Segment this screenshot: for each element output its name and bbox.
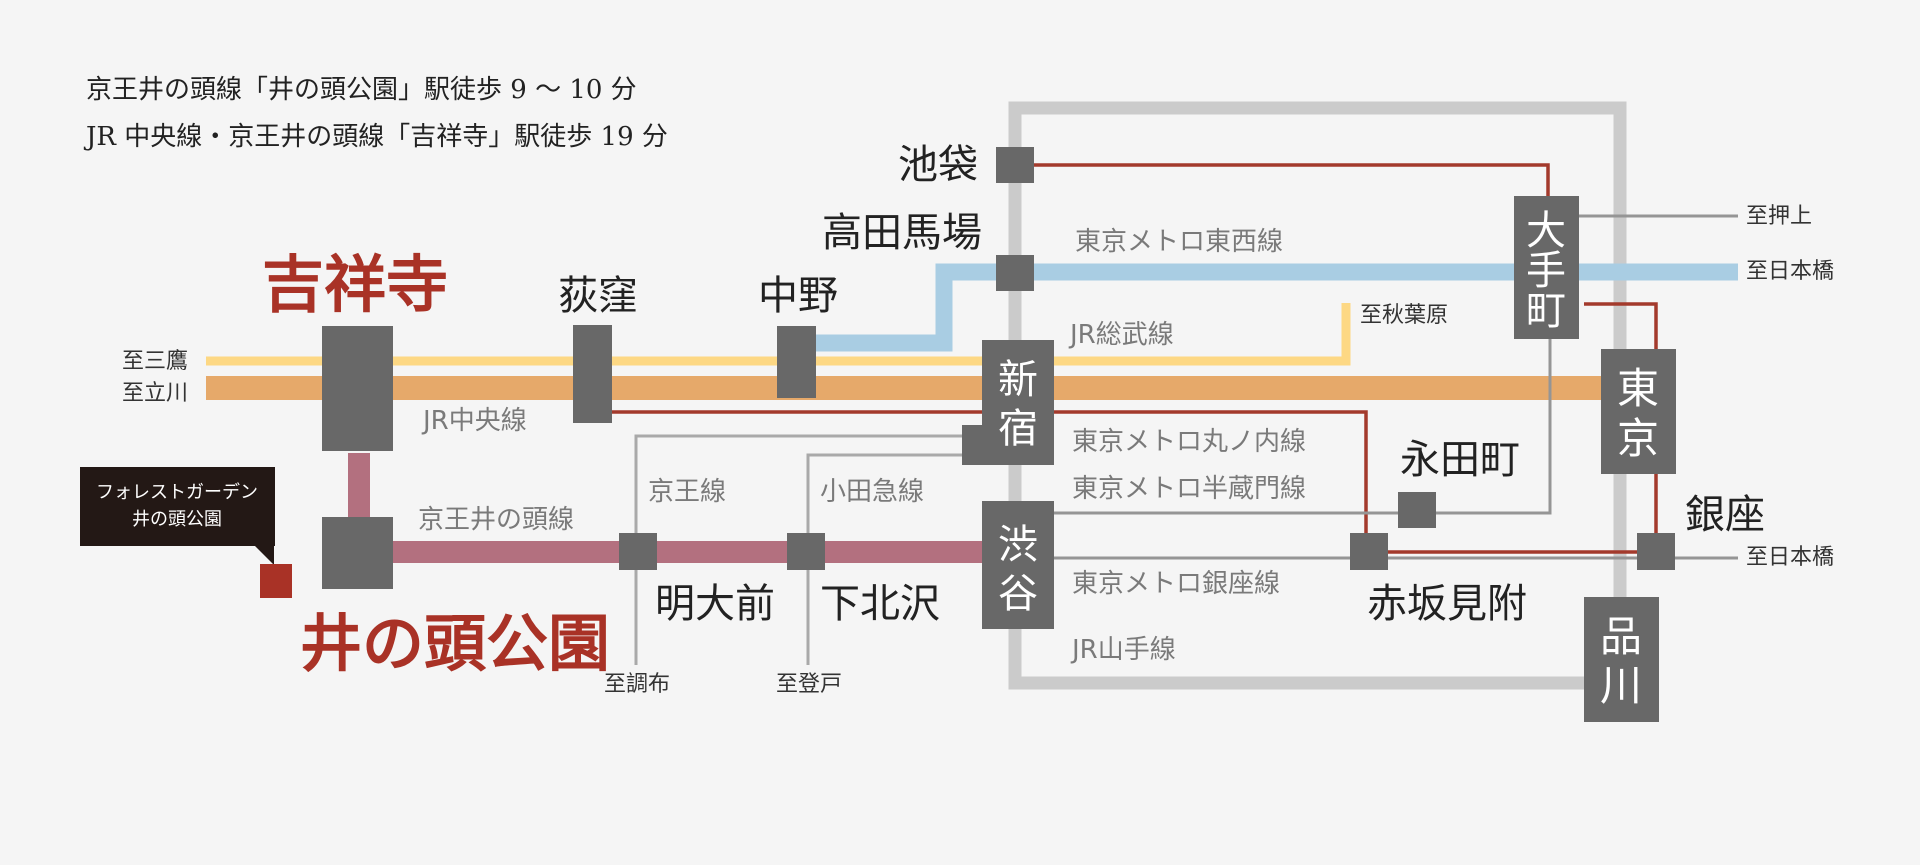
shinjuku-label-1: 新 <box>998 357 1038 403</box>
access-line-2: JR 中央線・京王井の頭線「吉祥寺」駅徒歩 19 分 <box>83 122 668 152</box>
ikebukuro-label: 池袋 <box>898 142 978 188</box>
shibuya-label-1: 渋 <box>998 522 1038 568</box>
callout-box <box>80 467 275 546</box>
direction-oshiage: 至押上 <box>1746 204 1812 229</box>
otemachi-label-1: 大 <box>1526 208 1566 254</box>
akasaka-mitsuke-label: 赤坂見附 <box>1367 581 1527 627</box>
inokashira-line-label: 京王井の頭線 <box>418 505 574 535</box>
marunouchi-line <box>612 302 1658 554</box>
direction-noborito: 至登戸 <box>776 672 842 697</box>
shinagawa-station-box <box>1584 597 1659 722</box>
tokyo-label-2: 京 <box>1617 414 1659 463</box>
nagatacho-label: 永田町 <box>1400 437 1520 483</box>
ginza-label: 銀座 <box>1685 492 1765 538</box>
keio-line <box>634 434 962 665</box>
hanzomon-line <box>1040 334 1552 515</box>
otemachi-label-3: 町 <box>1526 288 1566 334</box>
ogikubo-station-box <box>573 325 612 423</box>
otemachi-label-2: 手 <box>1526 248 1566 294</box>
odakyu-line <box>806 453 976 665</box>
takadanobaba-station-box <box>996 255 1034 291</box>
ginza-station-box <box>1637 533 1675 570</box>
chuo-line <box>206 376 1606 400</box>
callout-line-1: フォレストガーデン <box>96 482 258 503</box>
inokashira-koen-label: 井の頭公園 <box>300 607 610 680</box>
ogikubo-label: 荻窪 <box>558 273 638 319</box>
shimokitazawa-station-box <box>787 533 825 570</box>
kichijoji-station-box <box>322 326 393 451</box>
property-marker <box>260 564 292 598</box>
tozai-line <box>816 263 1738 352</box>
callout-line-2: 井の頭公園 <box>132 509 222 530</box>
direction-nihonbashi-tozai: 至日本橋 <box>1746 259 1834 284</box>
direction-mitaka: 至三鷹 <box>122 349 188 374</box>
kichijoji-label: 吉祥寺 <box>262 248 448 321</box>
nagatacho-station-box <box>1398 492 1436 528</box>
marunouchi-north <box>1022 163 1550 198</box>
shinagawa-label-1: 品 <box>1600 612 1642 661</box>
nakano-label: 中野 <box>758 273 838 319</box>
shibuya-label-2: 谷 <box>998 571 1038 617</box>
marunouchi-label: 東京メトロ丸ノ内線 <box>1072 427 1306 457</box>
meidaimae-label: 明大前 <box>655 581 775 627</box>
shimokitazawa-label: 下北沢 <box>820 581 940 627</box>
inokashira-koen-station-box <box>322 517 393 589</box>
shinagawa-label-2: 川 <box>1600 661 1642 710</box>
chuo-label: JR中央線 <box>421 406 527 436</box>
ginza-line-label: 東京メトロ銀座線 <box>1072 569 1280 599</box>
ikebukuro-station-box <box>996 147 1034 183</box>
hanzomon-label: 東京メトロ半蔵門線 <box>1072 474 1306 504</box>
tokyo-label-1: 東 <box>1617 364 1659 413</box>
direction-akihabara: 至秋葉原 <box>1360 303 1448 328</box>
otemachi-station-box <box>1514 196 1579 339</box>
shinjuku-label-2: 宿 <box>998 406 1038 452</box>
inokashira-line <box>370 541 1020 563</box>
shinjuku-station-box <box>982 340 1054 465</box>
access-line-1: 京王井の頭線「井の頭公園」駅徒歩 9 〜 10 分 <box>86 75 637 105</box>
tokyo-station-box <box>1601 349 1676 474</box>
callout-pointer <box>254 545 274 565</box>
yamanote-label: JR山手線 <box>1070 635 1176 665</box>
sobu-label: JR総武線 <box>1068 320 1174 350</box>
nakano-station-box <box>777 326 816 398</box>
shibuya-station-box <box>982 501 1054 629</box>
shinjuku-keio-box <box>962 425 992 465</box>
inokashira-connector <box>348 453 370 533</box>
tozai-label: 東京メトロ東西線 <box>1075 227 1283 257</box>
akasaka-mitsuke-station-box <box>1350 533 1388 570</box>
direction-tachikawa: 至立川 <box>122 381 188 406</box>
takadanobaba-label: 高田馬場 <box>822 210 982 256</box>
odakyu-label: 小田急線 <box>820 477 924 507</box>
direction-nihonbashi-ginza: 至日本橋 <box>1746 545 1834 570</box>
direction-chofu: 至調布 <box>604 672 670 697</box>
keio-label: 京王線 <box>648 477 726 507</box>
meidaimae-station-box <box>619 533 657 570</box>
